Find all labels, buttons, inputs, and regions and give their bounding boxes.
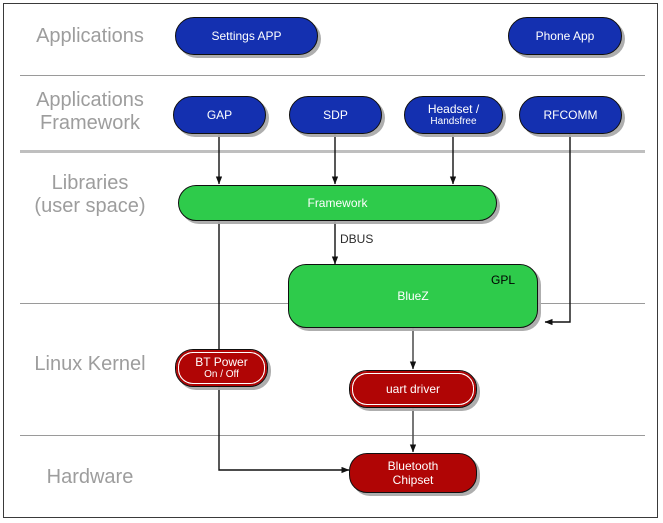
node-rfcomm[interactable]: RFCOMM (519, 96, 622, 134)
wire-rfcomm-to-bluez (544, 134, 571, 326)
node-phone-app[interactable]: Phone App (508, 17, 622, 55)
node-headset-handsfree[interactable]: Headset / Handsfree (404, 96, 503, 134)
node-label: GAP (206, 108, 233, 122)
separator-applications (20, 75, 645, 76)
node-uart-driver[interactable]: uart driver (349, 370, 477, 408)
node-label: Framework (307, 196, 368, 210)
node-label: BT Power (195, 355, 248, 369)
node-framework[interactable]: Framework (178, 185, 497, 221)
node-label: uart driver (385, 382, 441, 396)
separator-linux-kernel (20, 435, 645, 436)
node-label: BlueZ (397, 289, 429, 303)
node-label: SDP (323, 108, 348, 122)
node-label: Headset / (427, 102, 480, 116)
node-label: RFCOMM (543, 108, 598, 122)
node-settings-app[interactable]: Settings APP (175, 17, 318, 55)
node-bluez[interactable]: BlueZ GPL (288, 264, 538, 328)
node-label: Phone App (535, 29, 595, 43)
node-bluetooth-chipset[interactable]: Bluetooth Chipset (349, 453, 477, 493)
edge-label-dbus: DBUS (340, 232, 374, 246)
node-license-tag: GPL (490, 273, 515, 287)
node-gap[interactable]: GAP (173, 96, 266, 134)
layer-label-hardware: Hardware (46, 466, 134, 488)
node-bt-power[interactable]: BT Power On / Off (175, 349, 268, 387)
node-label: Bluetooth (387, 459, 439, 473)
node-sublabel: Chipset (392, 473, 434, 487)
wire-framework-to-chipset (218, 220, 350, 474)
layer-label-libraries: Libraries (user space) (34, 172, 146, 217)
node-sdp[interactable]: SDP (289, 96, 382, 134)
node-label: Settings APP (211, 29, 282, 43)
separator-applications-framework (20, 150, 645, 153)
node-sublabel: On / Off (204, 369, 239, 380)
node-sublabel: Handsfree (430, 116, 477, 127)
layer-label-linux-kernel: Linux Kernel (34, 353, 146, 375)
layer-label-applications-framework: Applications Framework (36, 89, 144, 134)
layer-label-applications: Applications (36, 25, 144, 47)
